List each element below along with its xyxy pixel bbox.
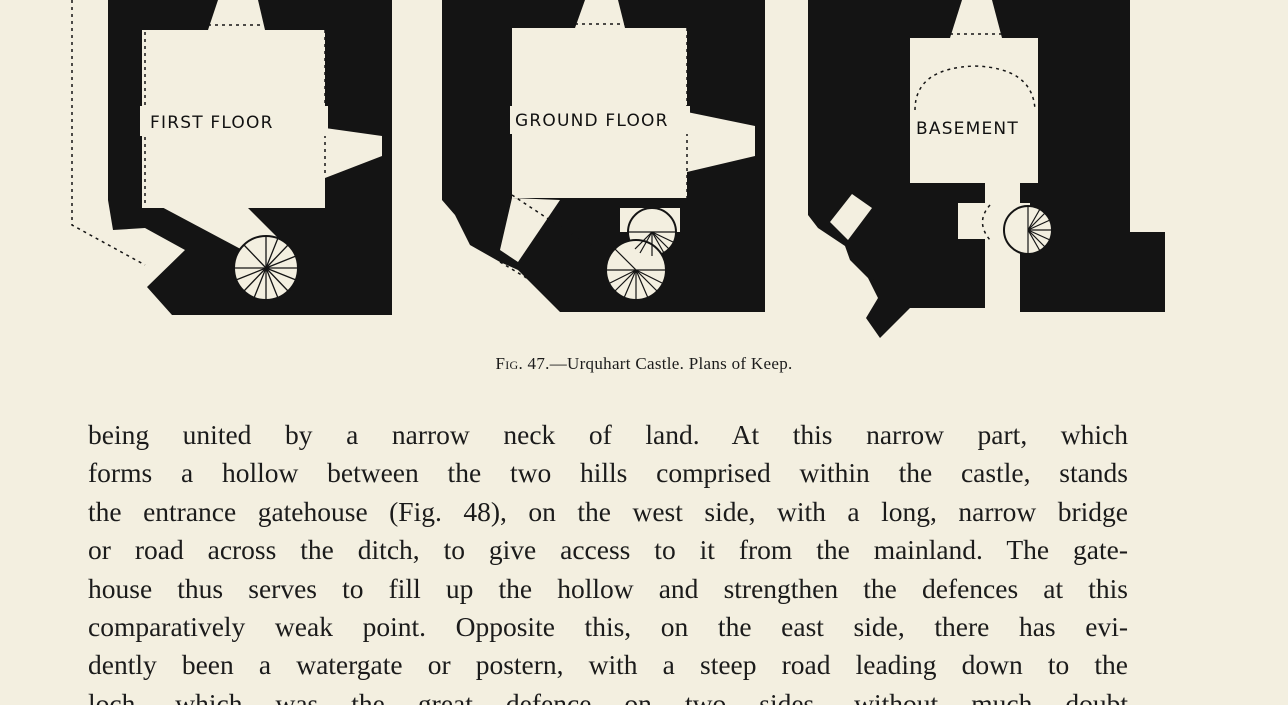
caption-text: —Urquhart Castle. Plans of Keep. (549, 354, 793, 373)
text-line: house thus serves to fill up the hollow … (88, 572, 1128, 604)
figure-caption: Fig. 47.—Urquhart Castle. Plans of Keep. (0, 354, 1288, 374)
figure-number: Fig. 47. (495, 354, 550, 373)
basement-plan: BASEMENT (808, 0, 1165, 338)
first-floor-plan: FIRST FLOOR (71, 0, 392, 315)
text-line: dently been a watergate or postern, with… (88, 649, 1128, 681)
text-line: forms a hollow between the two hills com… (88, 457, 1128, 489)
ground-floor-plan: GROUND FLOOR (442, 0, 765, 312)
text-line: loch, which was the great defence on two… (88, 687, 1128, 705)
text-line: the entrance gatehouse (Fig. 48), on the… (88, 495, 1128, 527)
plan-label-basement: BASEMENT (916, 119, 1019, 139)
text-line: comparatively weak point. Opposite this,… (88, 611, 1128, 643)
plan-label-ground-floor: GROUND FLOOR (515, 111, 669, 131)
body-paragraph: being united by a narrow neck of land. A… (88, 416, 1128, 705)
text-line: being united by a narrow neck of land. A… (88, 419, 1128, 450)
keep-plans-illustration: FIRST FLOOR (71, 0, 1165, 338)
text-line: or road across the ditch, to give access… (88, 534, 1128, 566)
figure-47: FIRST FLOOR (0, 0, 1288, 345)
plan-label-first-floor: FIRST FLOOR (150, 113, 274, 133)
